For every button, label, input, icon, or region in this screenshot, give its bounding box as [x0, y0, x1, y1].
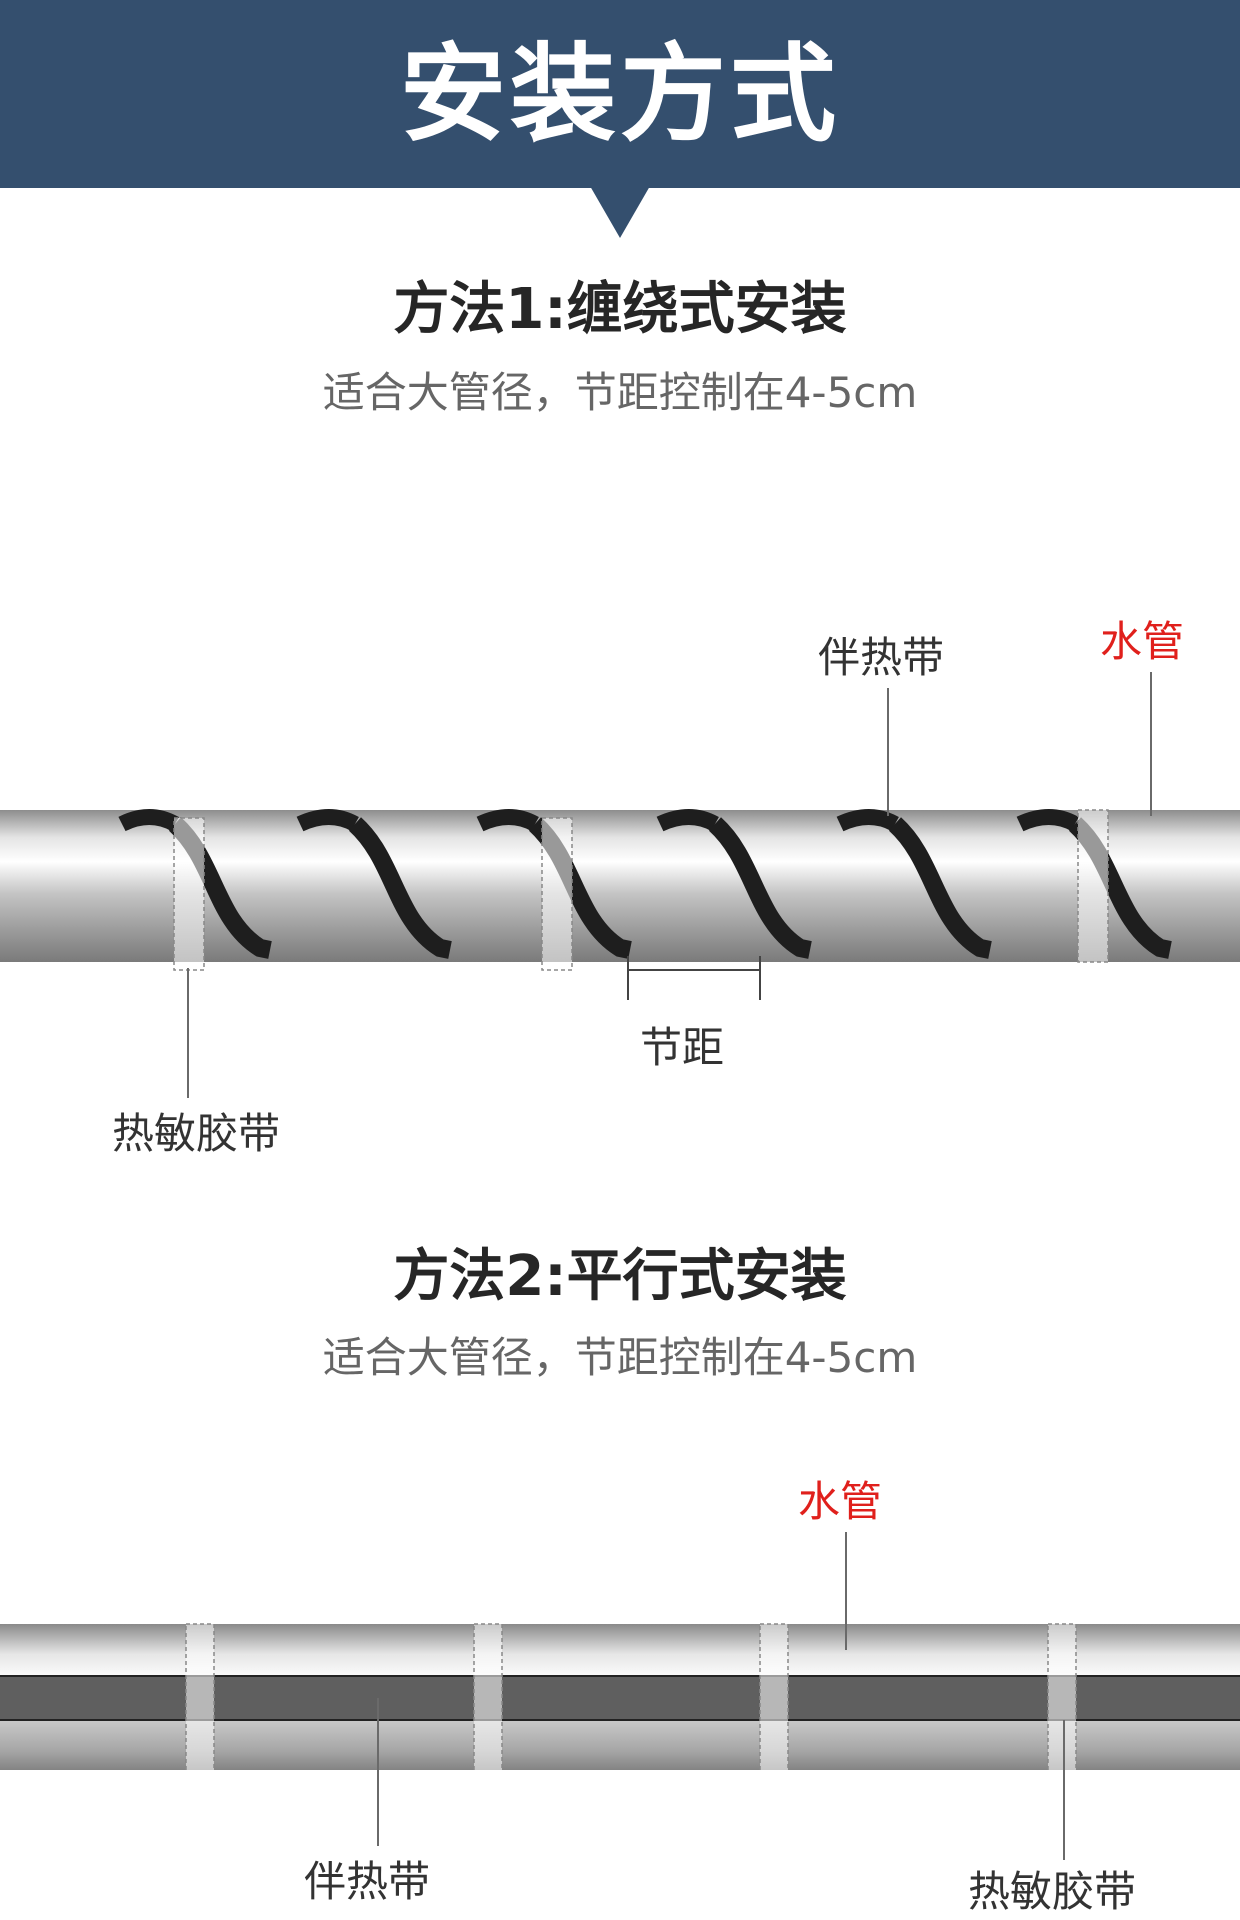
label-heat-sensitive-tape-1: 热敏胶带	[112, 1109, 281, 1158]
leader-heat-sensitive-tape-1	[187, 968, 189, 1098]
label-water-pipe-2: 水管	[798, 1477, 883, 1526]
label-heat-sensitive-tape-2: 热敏胶带	[968, 1867, 1137, 1916]
leader-water-pipe-2	[845, 1532, 847, 1650]
method1-title: 方法1:缠绕式安装	[393, 277, 847, 342]
pitch-bracket	[627, 956, 761, 1000]
header-banner: 安装方式	[0, 0, 1240, 188]
leader-heat-tracing-cable-1	[887, 688, 889, 816]
heat-sensitive-tape-1	[173, 809, 1109, 971]
leader-heat-sensitive-tape-2	[1063, 1720, 1065, 1860]
heat-sensitive-tape-2	[185, 1623, 1077, 1770]
label-heat-tracing-cable-2: 伴热带	[304, 1857, 431, 1906]
heat-tracing-cable-1	[118, 809, 1079, 832]
leader-water-pipe-1	[1150, 672, 1152, 816]
page-title: 安装方式	[400, 33, 840, 156]
header-pointer	[590, 186, 650, 238]
parallel-install-illustration	[0, 1623, 1240, 1770]
label-pitch: 节距	[640, 1023, 725, 1072]
method1-subtitle: 适合大管径，节距控制在4-5cm	[322, 368, 918, 417]
label-heat-tracing-cable-1: 伴热带	[818, 633, 945, 682]
method2-subtitle: 适合大管径，节距控制在4-5cm	[322, 1333, 918, 1382]
label-water-pipe-1: 水管	[1100, 617, 1185, 666]
method2-title: 方法2:平行式安装	[393, 1244, 847, 1309]
spiral-wrap-illustration	[0, 809, 1240, 1000]
leader-heat-tracing-cable-2	[377, 1698, 379, 1846]
